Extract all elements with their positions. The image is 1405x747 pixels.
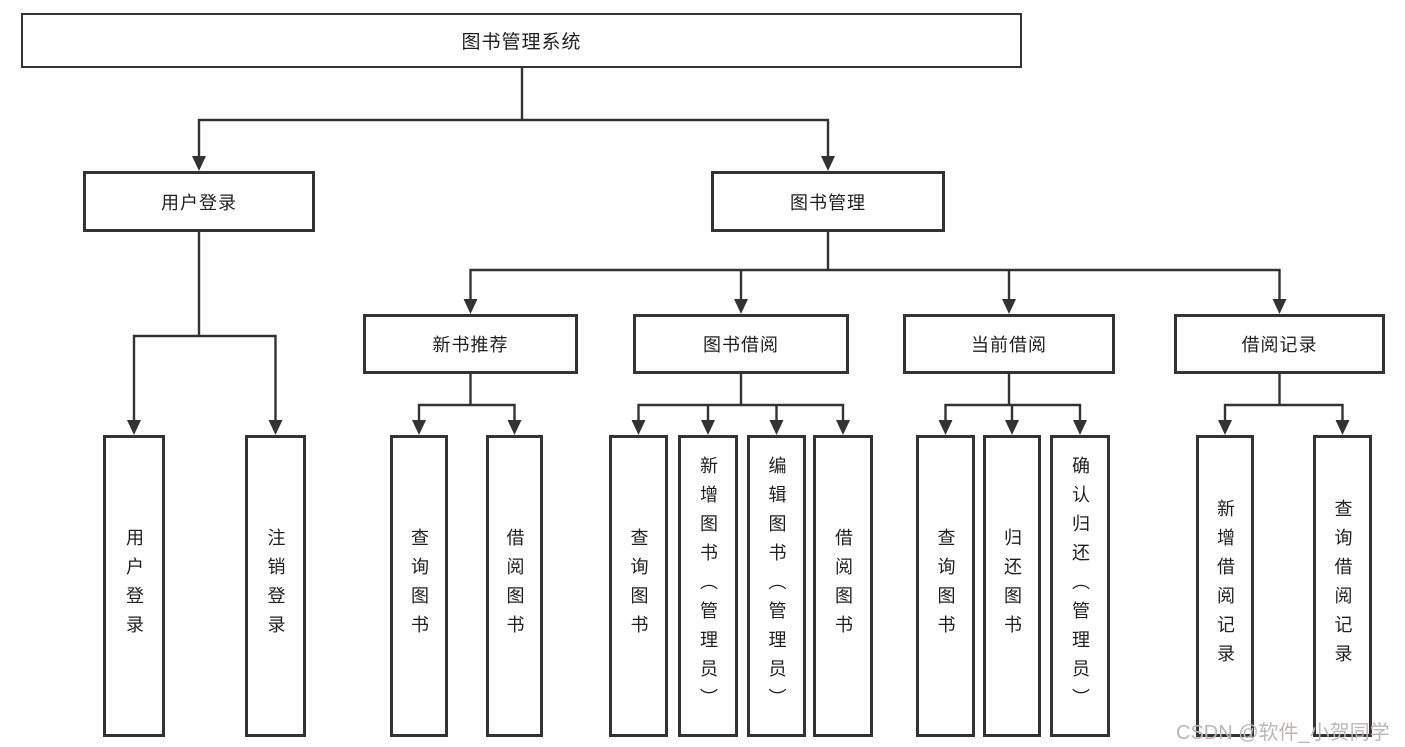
- arrowhead-icons: [127, 156, 1350, 435]
- node-user-login: 用户登录: [83, 171, 315, 232]
- leaf-query-books-borrow: 查询图书: [609, 435, 668, 737]
- leaf-logout: 注销登录: [245, 435, 306, 737]
- leaf-confirm-return-admin: 确认归还（管理员）: [1050, 435, 1110, 737]
- csdn-watermark: CSDN @软件_小贺同学: [1176, 722, 1390, 744]
- node-root-system: 图书管理系统: [21, 13, 1022, 68]
- node-new-book-recommend: 新书推荐: [363, 314, 578, 374]
- node-current-borrow: 当前借阅: [903, 314, 1115, 374]
- leaf-borrow-books: 借阅图书: [813, 435, 873, 737]
- leaf-query-books-recommend: 查询图书: [390, 435, 448, 737]
- leaf-query-books-current: 查询图书: [916, 435, 975, 737]
- leaf-return-books: 归还图书: [983, 435, 1041, 737]
- tree-branch-lines: [132, 66, 1344, 424]
- leaf-borrow-books-recommend: 借阅图书: [486, 435, 543, 737]
- leaf-add-borrow-record: 新增借阅记录: [1196, 435, 1254, 737]
- leaf-add-books-admin: 新增图书（管理员）: [678, 435, 738, 737]
- leaf-query-borrow-record: 查询借阅记录: [1313, 435, 1372, 737]
- leaf-edit-books-admin: 编辑图书（管理员）: [747, 435, 806, 737]
- node-book-management: 图书管理: [711, 171, 945, 232]
- leaf-user-login: 用户登录: [103, 435, 165, 737]
- node-book-borrow: 图书借阅: [633, 314, 849, 374]
- node-borrow-records: 借阅记录: [1174, 314, 1385, 374]
